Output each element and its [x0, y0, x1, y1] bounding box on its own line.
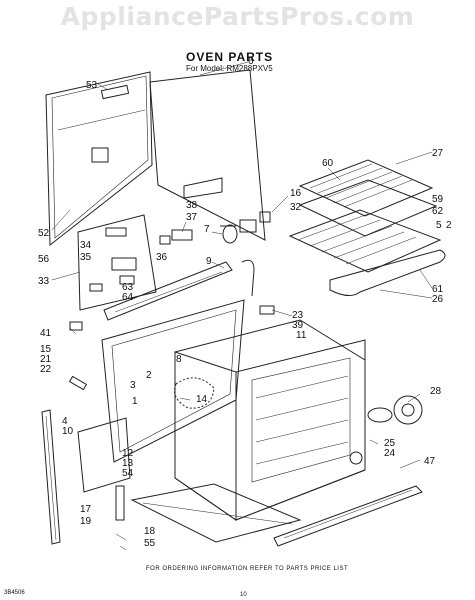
callout-2: 2	[146, 370, 152, 381]
side-trim-strip-drawing	[41, 409, 61, 545]
callout-27: 27	[432, 148, 444, 159]
terminal-block-drawing	[241, 259, 275, 315]
callout-18: 18	[144, 526, 156, 537]
callout-59: 59	[432, 194, 444, 205]
oven-cavity-drawing	[174, 319, 366, 521]
door-hinge-drawing	[77, 417, 131, 521]
callout-23: 23	[292, 310, 304, 321]
diagram-title: OVEN PARTS	[186, 50, 274, 64]
callout-26: 26	[432, 294, 444, 305]
rear-panel-drawing	[45, 71, 153, 247]
callout-21: 21	[40, 354, 52, 365]
callout-32: 32	[290, 202, 302, 213]
front-trim-drawing	[103, 261, 233, 321]
callout-64: 64	[122, 292, 134, 303]
light-socket-drawing	[69, 321, 83, 331]
bake-element-drawing	[329, 249, 446, 296]
callout-41: 41	[40, 328, 52, 339]
oven-rack-lower-drawing	[288, 209, 442, 273]
callout-13: 13	[122, 458, 134, 469]
callout-56: 56	[38, 254, 50, 265]
callout-14: 14	[196, 394, 208, 405]
callout-19: 19	[80, 516, 92, 527]
callout-8: 8	[176, 354, 182, 365]
callout-39: 39	[292, 320, 304, 331]
callout-61: 61	[432, 284, 444, 295]
callout-16: 16	[290, 188, 302, 199]
part-callouts: 53 6 52 56 33 38 37 7 9 34 35 36 63 64 1…	[38, 56, 452, 549]
callout-37: 37	[186, 212, 198, 223]
callout-62: 62	[432, 206, 444, 217]
side-panel-drawing	[149, 69, 266, 241]
callout-24: 24	[384, 448, 396, 459]
callout-9: 9	[206, 256, 212, 267]
callout-5: 5	[436, 220, 442, 231]
callout-63: 63	[122, 282, 134, 293]
watermark-text: AppliancePartsPros.com	[60, 2, 415, 31]
callout-6: 6	[248, 56, 254, 67]
callout-34: 34	[80, 240, 92, 251]
knob-drawing	[349, 451, 363, 465]
callout-22: 22	[40, 364, 52, 375]
callout-52: 52	[38, 228, 50, 239]
callout-38: 38	[186, 200, 198, 211]
callout-28: 28	[430, 386, 442, 397]
callout-10: 10	[62, 426, 74, 437]
bottom-panel-drawing	[130, 483, 302, 543]
callout-2-upper: 2	[446, 220, 452, 231]
door-frame-drawing	[101, 299, 245, 463]
page-number: 10	[240, 592, 247, 598]
control-switches-drawing	[77, 214, 193, 311]
callout-15: 15	[40, 344, 52, 355]
oven-rack-upper-drawing	[298, 159, 438, 237]
clip-drawing	[259, 211, 271, 223]
callout-4: 4	[62, 416, 68, 427]
leader-lines	[51, 61, 433, 551]
callout-60: 60	[322, 158, 334, 169]
ordering-info-note: FOR ORDERING INFORMATION REFER TO PARTS …	[146, 566, 349, 572]
callout-35: 35	[80, 252, 92, 263]
callout-12: 12	[122, 448, 134, 459]
convection-fan-drawing	[367, 395, 423, 425]
callout-33: 33	[38, 276, 50, 287]
callout-53: 53	[86, 80, 98, 91]
callout-36: 36	[156, 252, 168, 263]
callout-55: 55	[144, 538, 156, 549]
callout-11: 11	[296, 330, 307, 341]
callout-1: 1	[132, 396, 138, 407]
callout-47: 47	[424, 456, 436, 467]
callout-54: 54	[122, 468, 134, 479]
callout-3: 3	[130, 380, 136, 391]
switch-drawing	[68, 375, 88, 391]
thermostat-bulb-drawing	[220, 224, 238, 244]
callout-25: 25	[384, 438, 396, 449]
vent-grille-drawing	[273, 485, 423, 547]
callout-17: 17	[80, 504, 92, 515]
document-number: 3B4506	[4, 590, 25, 596]
callout-7: 7	[204, 224, 210, 235]
model-subtitle: For Model: RM288PXV5	[186, 64, 273, 73]
